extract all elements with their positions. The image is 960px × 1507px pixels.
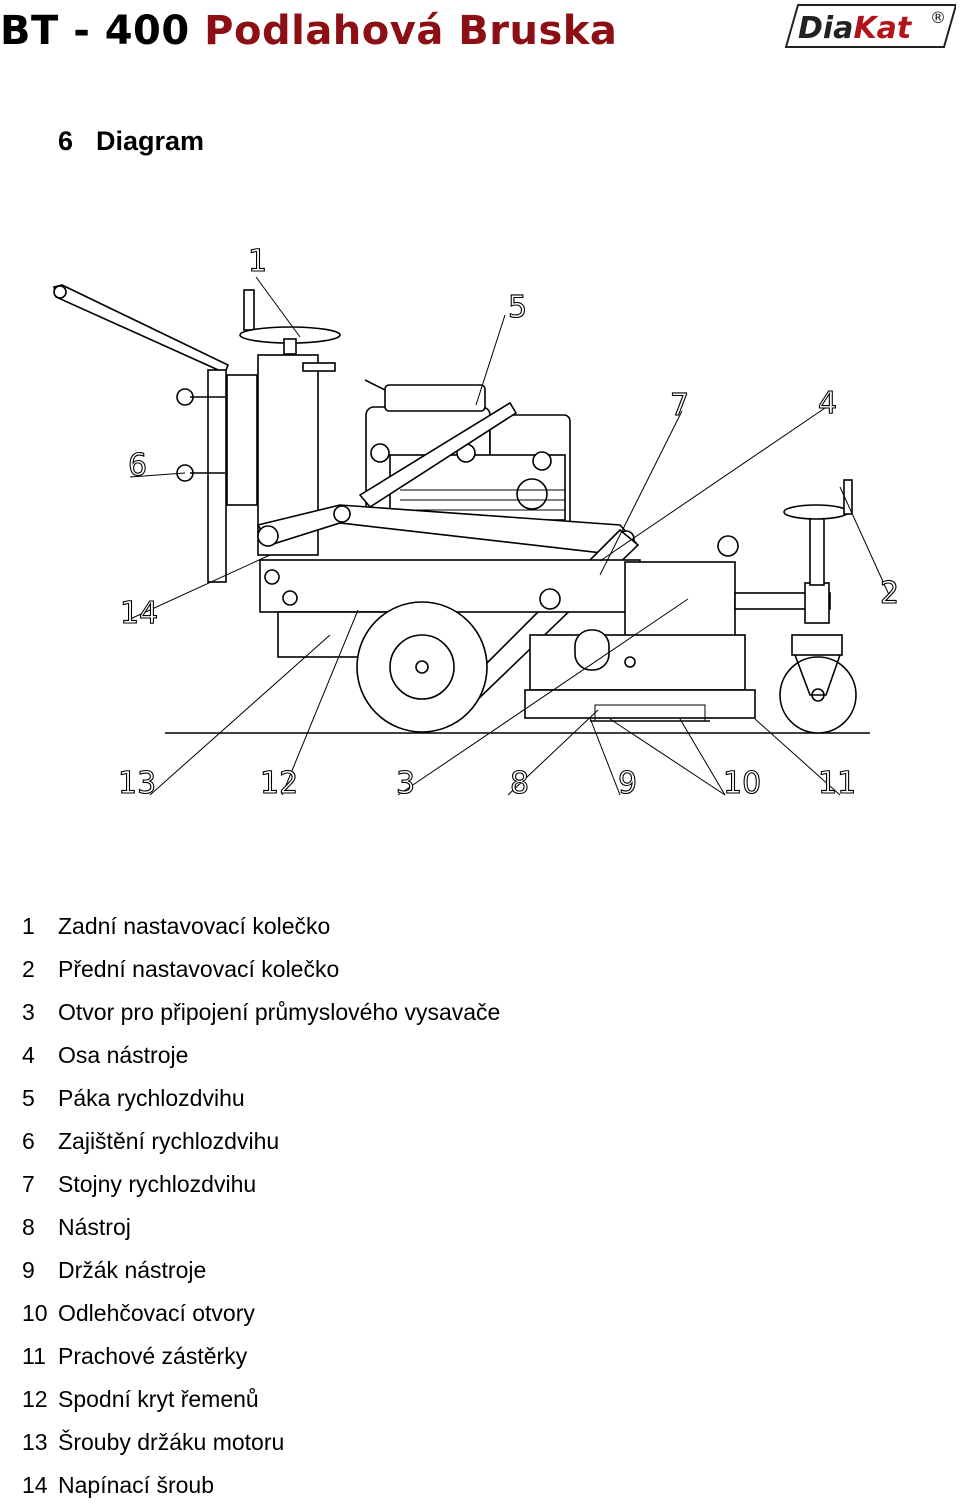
legend-text: Zadní nastavovací kolečko bbox=[58, 913, 331, 939]
legend-text: Prachové zástěrky bbox=[58, 1343, 248, 1369]
section-number: 6 bbox=[58, 126, 74, 156]
legend-number: 9 bbox=[22, 1257, 35, 1283]
legend-text: Odlehčovací otvory bbox=[58, 1300, 255, 1326]
legend-text: Napínací šroub bbox=[58, 1472, 214, 1498]
callout-7: 7 bbox=[670, 388, 689, 423]
legend-item: 10 Odlehčovací otvory bbox=[22, 1292, 500, 1335]
legend-text: Stojny rychlozdvihu bbox=[58, 1171, 257, 1197]
callout-6: 6 bbox=[128, 448, 147, 483]
machine-diagram: 1 2 3 4 5 6 7 8 9 10 11 12 13 14 bbox=[53, 243, 900, 802]
legend-item: 8 Nástroj bbox=[22, 1206, 500, 1249]
legend-item: 7 Stojny rychlozdvihu bbox=[22, 1163, 500, 1206]
callout-1: 1 bbox=[248, 244, 267, 279]
legend-item: 2 Přední nastavovací kolečko bbox=[22, 948, 500, 991]
section-title: Diagram bbox=[96, 126, 205, 156]
legend-text: Osa nástroje bbox=[58, 1042, 189, 1068]
legend-text: Šrouby držáku motoru bbox=[58, 1429, 285, 1455]
callout-9: 9 bbox=[618, 766, 637, 801]
callout-3: 3 bbox=[396, 766, 415, 801]
legend-text: Nástroj bbox=[58, 1214, 131, 1240]
legend-item: 14 Napínací šroub bbox=[22, 1464, 500, 1507]
legend-number: 5 bbox=[22, 1085, 35, 1111]
callout-11: 11 bbox=[818, 766, 856, 801]
legend-number: 11 bbox=[22, 1343, 46, 1369]
callout-2: 2 bbox=[880, 576, 899, 611]
logo-text-dia: Dia bbox=[798, 11, 853, 46]
legend-number: 6 bbox=[22, 1128, 35, 1154]
callout-4: 4 bbox=[818, 386, 837, 421]
legend-text: Zajištění rychlozdvihu bbox=[58, 1128, 280, 1154]
legend-number: 3 bbox=[22, 999, 35, 1025]
legend-number: 1 bbox=[22, 913, 35, 939]
product-name: Podlahová Bruska bbox=[204, 8, 618, 54]
parts-legend: 1 Zadní nastavovací kolečko 2 Přední nasta… bbox=[22, 905, 500, 1507]
tool-housing-icon bbox=[524, 535, 756, 722]
callout-8: 8 bbox=[510, 766, 529, 801]
legend-item: 12 Spodní kryt řemenů bbox=[22, 1378, 500, 1421]
legend-number: 2 bbox=[22, 956, 35, 982]
diakat-logo: DiaKat ® bbox=[784, 4, 956, 48]
legend-item: 11 Prachové zástěrky bbox=[22, 1335, 500, 1378]
document-header: BT - 400 Podlahová Bruska bbox=[0, 8, 617, 54]
legend-number: 4 bbox=[22, 1042, 35, 1068]
handle-icon bbox=[53, 284, 258, 583]
callout-14: 14 bbox=[120, 596, 158, 631]
legend-number: 8 bbox=[22, 1214, 35, 1240]
svg-text:DiaKat: DiaKat bbox=[798, 11, 913, 46]
legend-text: Držák nástroje bbox=[58, 1257, 207, 1283]
callout-13: 13 bbox=[118, 766, 156, 801]
legend-number: 10 bbox=[22, 1300, 48, 1326]
logo-text-kat: Kat bbox=[853, 11, 912, 46]
front-wheel-icon bbox=[734, 479, 857, 734]
legend-text: Spodní kryt řemenů bbox=[58, 1386, 259, 1412]
engine-icon bbox=[364, 379, 571, 526]
section-heading: 6 Diagram bbox=[58, 126, 204, 157]
legend-item: 13 Šrouby držáku motoru bbox=[22, 1421, 500, 1464]
callout-5: 5 bbox=[508, 290, 527, 325]
lift-lever-icon bbox=[358, 401, 518, 509]
legend-text: Páka rychlozdvihu bbox=[58, 1085, 245, 1111]
callout-12: 12 bbox=[260, 766, 298, 801]
registered-mark: ® bbox=[930, 8, 946, 27]
legend-text: Přední nastavovací kolečko bbox=[58, 956, 340, 982]
legend-item: 4 Osa nástroje bbox=[22, 1034, 500, 1077]
callout-labels: 1 2 3 4 5 6 7 8 9 10 11 12 13 14 bbox=[117, 243, 899, 801]
legend-item: 6 Zajištění rychlozdvihu bbox=[22, 1120, 500, 1163]
legend-item: 9 Držák nástroje bbox=[22, 1249, 500, 1292]
legend-number: 14 bbox=[22, 1472, 48, 1498]
rear-wheel-icon bbox=[356, 601, 488, 733]
legend-text: Otvor pro připojení průmyslového vysavač… bbox=[58, 999, 501, 1025]
model-name: BT - 400 bbox=[0, 8, 190, 54]
legend-number: 7 bbox=[22, 1171, 35, 1197]
legend-number: 12 bbox=[22, 1386, 48, 1412]
callout-leaders-icon bbox=[127, 276, 891, 796]
legend-item: 1 Zadní nastavovací kolečko bbox=[22, 905, 500, 948]
legend-item: 5 Páka rychlozdvihu bbox=[22, 1077, 500, 1120]
callout-10: 10 bbox=[723, 766, 761, 801]
legend-number: 13 bbox=[22, 1429, 48, 1455]
legend-item: 3 Otvor pro připojení průmyslového vysava… bbox=[22, 991, 500, 1034]
